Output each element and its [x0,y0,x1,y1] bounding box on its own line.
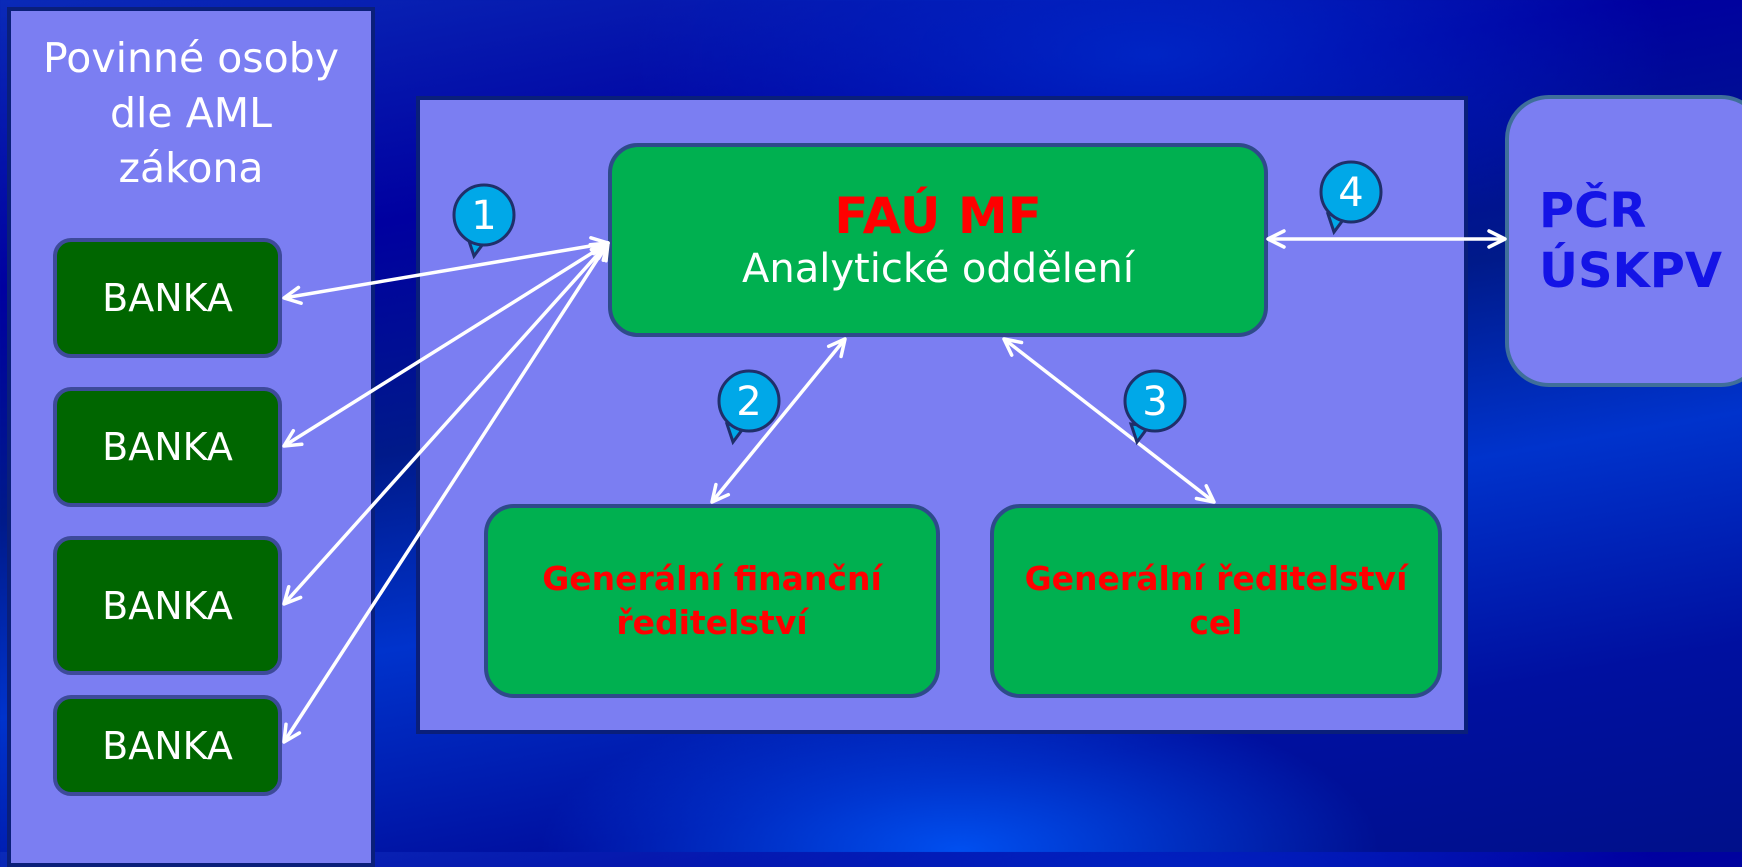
customs-line-2: cel [1189,603,1243,642]
arrow-fau-bank-3 [282,241,610,606]
badge-4: 4 [1319,160,1383,236]
arrow-fau-bank-1 [282,236,610,305]
badge-2: 2 [717,369,781,446]
fau-title: FAÚ MF [834,187,1042,245]
badge-3-label: 3 [1142,379,1167,425]
panel-title-line-3: zákona [118,144,264,192]
pcr-line-2: ÚSKPV [1539,243,1723,299]
panel-title-line-1: Povinné osoby [42,34,340,82]
pcr-uskpv-box: PČR ÚSKPV [1505,95,1742,387]
badge-1-label: 1 [471,193,496,239]
arrow-fau-customs [1002,337,1216,504]
bank-box-4: BANKA [53,695,282,796]
gfr-line-2: ředitelství [616,603,808,642]
fau-subtitle: Analytické oddělení [742,246,1134,292]
bank-box-3: BANKA [53,536,282,675]
arrow-fau-bank-2 [282,241,610,448]
customs-directorate-box: Generální ředitelství cel [990,504,1442,698]
customs-line-1: Generální ředitelství [1024,559,1408,598]
badge-2-label: 2 [736,379,761,425]
pcr-line-1: PČR [1539,183,1647,239]
arrow-fau-gfr [710,337,847,504]
arrow-fau-bank-4 [282,241,610,744]
bank-label: BANKA [102,276,233,320]
bank-box-2: BANKA [53,387,282,507]
fau-mf-box: FAÚ MF Analytické oddělení [608,143,1268,337]
badge-4-label: 4 [1338,170,1363,216]
bank-box-1: BANKA [53,238,282,358]
badge-1: 1 [452,183,516,260]
bank-label: BANKA [102,583,233,628]
bank-label: BANKA [102,723,233,768]
badge-3: 3 [1123,369,1187,446]
panel-title-line-2: dle AML [110,89,272,137]
bank-label: BANKA [102,425,233,469]
